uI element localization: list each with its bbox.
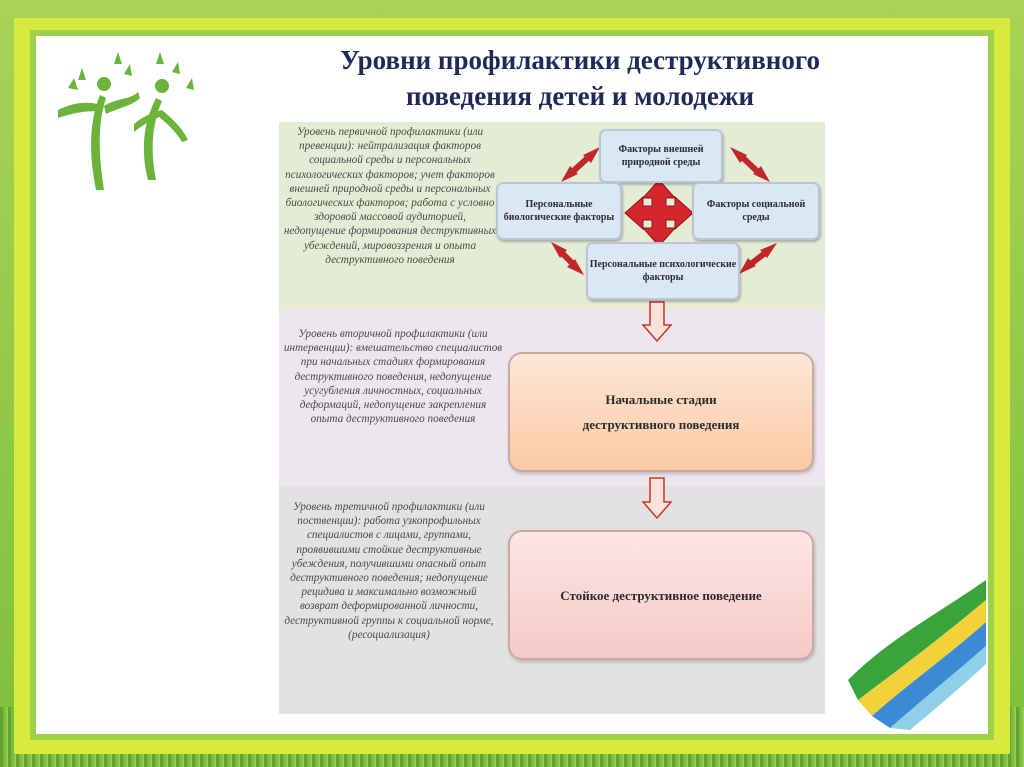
stage-persistent: Стойкое деструктивное поведение [508,530,814,660]
double-arrow-top-left-icon [561,147,600,182]
down-arrow-1-icon [643,302,671,341]
prevention-diagram: Уровень первичной профилактики (или прев… [279,122,825,714]
factor-social: Факторы социальной среды [692,182,820,240]
down-arrow-2-icon [643,478,671,518]
factor-biological: Персональные биологические факторы [496,182,622,240]
page-title: Уровни профилактики деструктивного повед… [250,42,910,114]
double-arrow-bottom-right-icon [739,243,777,274]
page-title-line2: поведения детей и молодежи [250,78,910,114]
cross-arrow-icon [625,180,693,246]
stage-initial-line2: деструктивного поведения [583,412,740,437]
factor-psychological: Персональные психологические факторы [586,242,740,300]
double-arrow-bottom-left-icon [551,242,584,275]
colorful-flag-icon [838,560,990,730]
double-arrow-top-right-icon [730,147,770,182]
people-trees-logo-icon [38,40,198,200]
page-title-line1: Уровни профилактики деструктивного [250,42,910,78]
stage-initial: Начальные стадии деструктивного поведени… [508,352,814,472]
stage-initial-line1: Начальные стадии [583,387,740,412]
factor-natural-environment: Факторы внешней природной среды [599,129,723,183]
